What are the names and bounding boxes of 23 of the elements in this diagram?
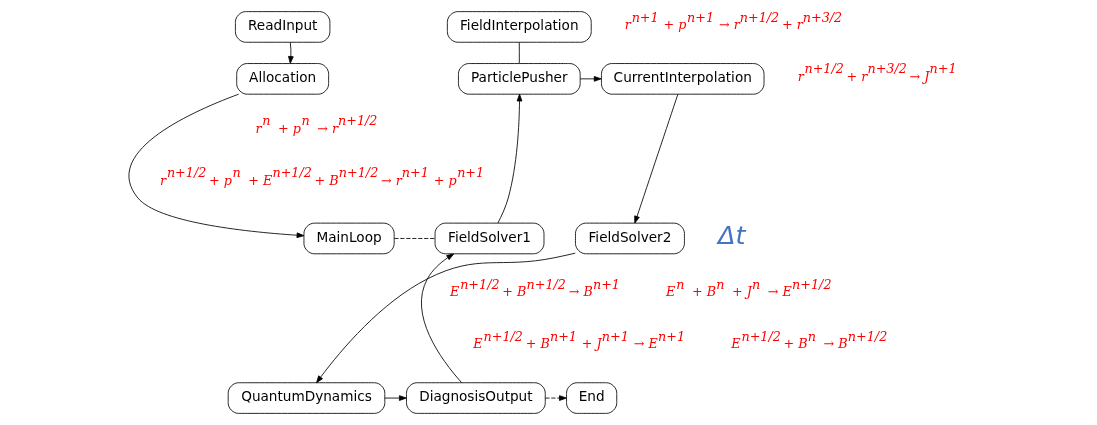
- arrow: [496, 93, 522, 224]
- arrow: [383, 395, 407, 401]
- arrow: [420, 253, 462, 383]
- node-box: FieldSolver1: [434, 222, 544, 255]
- node-box: ReadInput: [234, 11, 330, 43]
- node-box: ParticlePusher: [457, 63, 581, 95]
- arrow: [633, 93, 678, 224]
- node-box: MainLoop: [303, 222, 395, 255]
- arrow: [315, 252, 576, 384]
- node-box: Allocation: [235, 63, 329, 95]
- arrow: [544, 395, 567, 401]
- node-box: CurrentInterpolation: [600, 63, 764, 95]
- connector: [518, 41, 520, 64]
- arrow: [287, 41, 294, 64]
- node-box: DiagnosisOutput: [405, 382, 546, 414]
- label: Δt: [717, 220, 746, 250]
- arrow: [579, 76, 601, 82]
- node-box: QuantumDynamics: [227, 382, 385, 414]
- connector: [393, 238, 435, 239]
- node-box: FieldInterpolation: [446, 11, 592, 43]
- node-box: FieldSolver2: [574, 222, 685, 255]
- arrow: [128, 93, 304, 239]
- node-box: End: [565, 382, 617, 414]
